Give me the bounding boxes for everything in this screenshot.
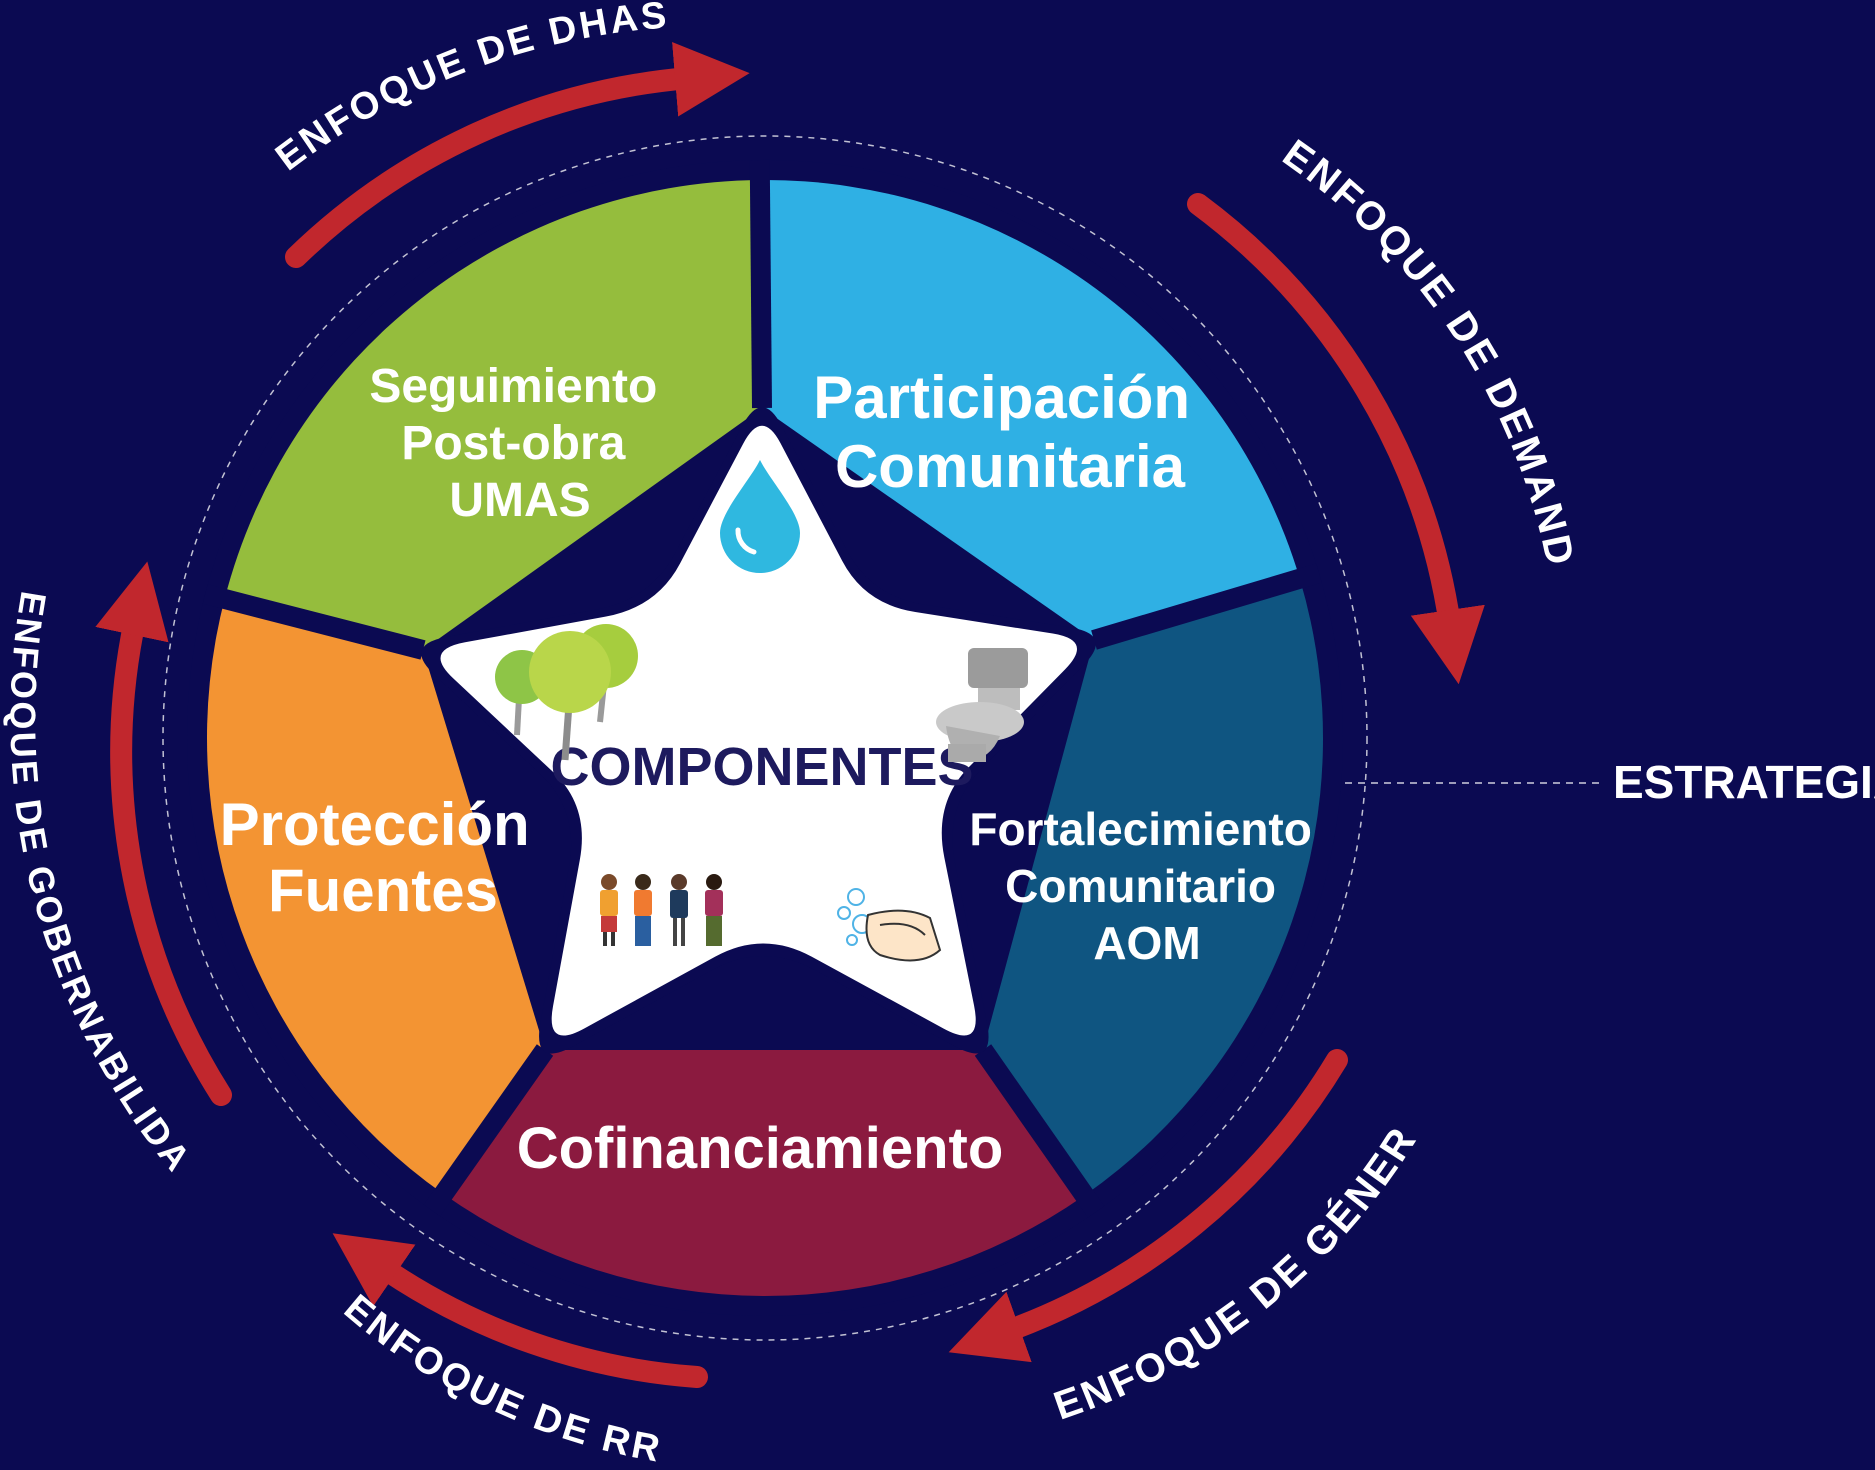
strategies-label: ESTRATEGIAS bbox=[1613, 756, 1875, 808]
label-cofinanciamiento: Cofinanciamiento bbox=[517, 1116, 1004, 1181]
segment-cofinanciamiento bbox=[443, 1050, 1085, 1296]
people-icon bbox=[600, 874, 723, 946]
segment-participacion bbox=[759, 180, 1300, 640]
outer-dashed-ring bbox=[162, 135, 1368, 1341]
arrow-dhas bbox=[285, 41, 750, 268]
segment-divider bbox=[423, 1044, 554, 1217]
segment-divider bbox=[202, 584, 426, 660]
segment-seguimiento bbox=[224, 180, 762, 650]
arrow-gobernabilidad bbox=[95, 561, 232, 1106]
arrow-rrd bbox=[332, 1233, 708, 1388]
label-proteccion: Protección Fuentes bbox=[220, 791, 547, 924]
center-star bbox=[440, 425, 1078, 1036]
trees-icon bbox=[495, 624, 638, 761]
segment-dividers bbox=[202, 159, 1322, 1218]
label-seguimiento: Seguimiento Post-obra UMAS bbox=[369, 360, 670, 527]
label-fortalecimiento: Fortalecimiento Comunitario AOM bbox=[969, 803, 1324, 969]
segment-divider bbox=[749, 159, 772, 409]
segment-fortalecimiento bbox=[983, 578, 1323, 1196]
segment-labels: Seguimiento Post-obra UMAS Participación… bbox=[220, 360, 1324, 1181]
water-drop-icon bbox=[720, 460, 800, 573]
segment-divider bbox=[1091, 563, 1322, 650]
handwashing-icon bbox=[837, 888, 942, 962]
segment-proteccion bbox=[206, 598, 546, 1195]
arrow-demanda bbox=[1187, 193, 1485, 685]
arrow-genero bbox=[948, 1049, 1348, 1363]
center-label: COMPONENTES bbox=[550, 737, 973, 797]
segments-group bbox=[206, 180, 1323, 1296]
label-participacion: Participación Comunitaria bbox=[813, 364, 1206, 500]
segment-divider bbox=[974, 1044, 1105, 1218]
approach-arrows bbox=[95, 41, 1485, 1388]
toilet-icon bbox=[936, 648, 1028, 762]
